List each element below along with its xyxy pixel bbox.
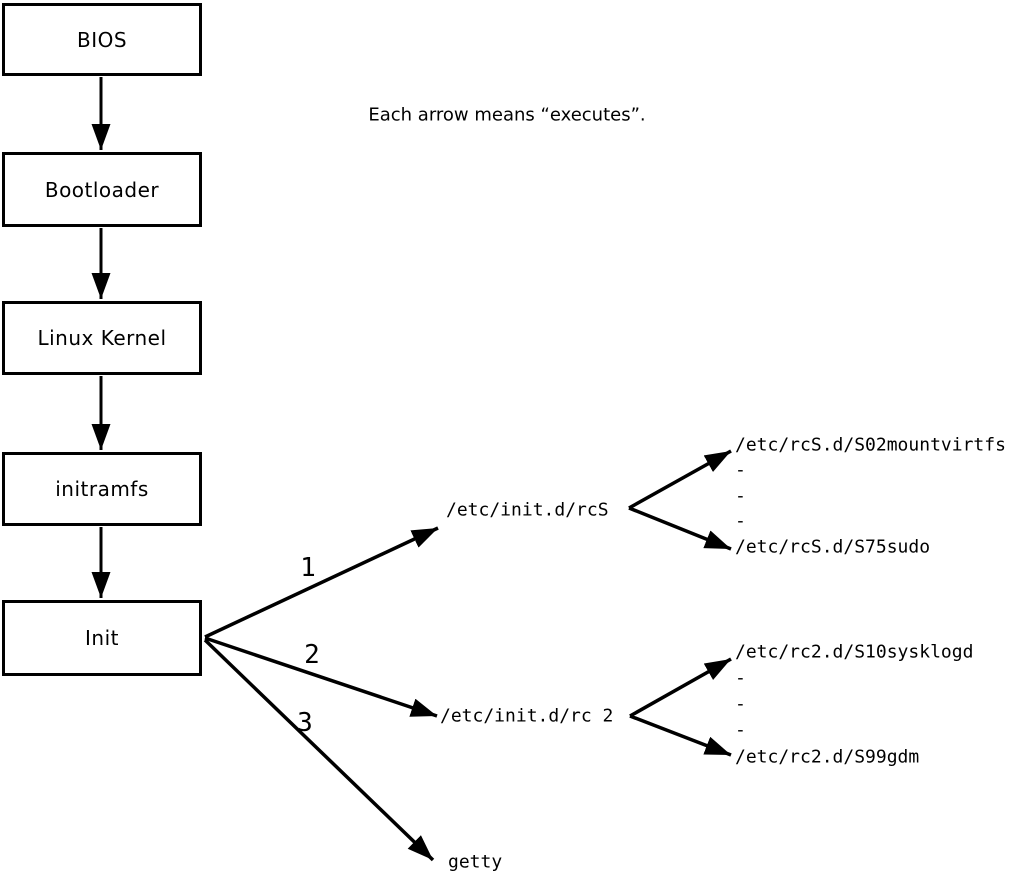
list-ellipsis-dash: - <box>735 719 746 741</box>
getty-label: getty <box>448 851 503 873</box>
rcs-script-path: /etc/init.d/rcS <box>446 499 609 521</box>
arrow-init-to-getty <box>203 638 435 862</box>
rc2-child-last: /etc/rc2.d/S99gdm <box>735 746 920 768</box>
bios-label: BIOS <box>76 27 128 52</box>
bootloader-box: Bootloader <box>2 152 202 227</box>
arrow-rc2-to-last <box>629 714 732 757</box>
rcs-child-first: /etc/rcS.d/S02mountvirtfs <box>735 434 1006 456</box>
arrow-init-to-rc2 <box>204 636 438 718</box>
bootloader-label: Bootloader <box>44 177 160 202</box>
linux-kernel-label: Linux Kernel <box>37 326 167 350</box>
rcs-child-last: /etc/rcS.d/S75sudo <box>735 536 931 558</box>
list-ellipsis-dash: - <box>735 459 746 481</box>
arrow-1-label: 1 <box>300 553 316 583</box>
arrow-2-label: 2 <box>304 640 320 670</box>
arrow-3-label: 3 <box>297 708 313 738</box>
initramfs-label: initramfs <box>55 477 149 501</box>
linux-kernel-box: Linux Kernel <box>2 301 202 375</box>
list-ellipsis-dash: - <box>735 485 746 507</box>
rc2-script-path: /etc/init.d/rc 2 <box>440 705 614 727</box>
arrow-init-to-rcs <box>204 526 439 639</box>
arrow-meaning-note: Each arrow means “executes”. <box>368 104 646 126</box>
bios-box: BIOS <box>2 3 202 76</box>
initramfs-box: initramfs <box>2 452 202 526</box>
init-box: Init <box>2 600 202 676</box>
rc2-child-first: /etc/rc2.d/S10sysklogd <box>735 641 974 663</box>
list-ellipsis-dash: - <box>735 510 746 532</box>
list-ellipsis-dash: - <box>735 667 746 689</box>
arrow-rcs-to-first <box>628 449 732 510</box>
init-label: Init <box>85 626 119 650</box>
arrow-rcs-to-last <box>628 506 732 551</box>
arrow-rc2-to-first <box>629 657 732 718</box>
list-ellipsis-dash: - <box>735 693 746 715</box>
